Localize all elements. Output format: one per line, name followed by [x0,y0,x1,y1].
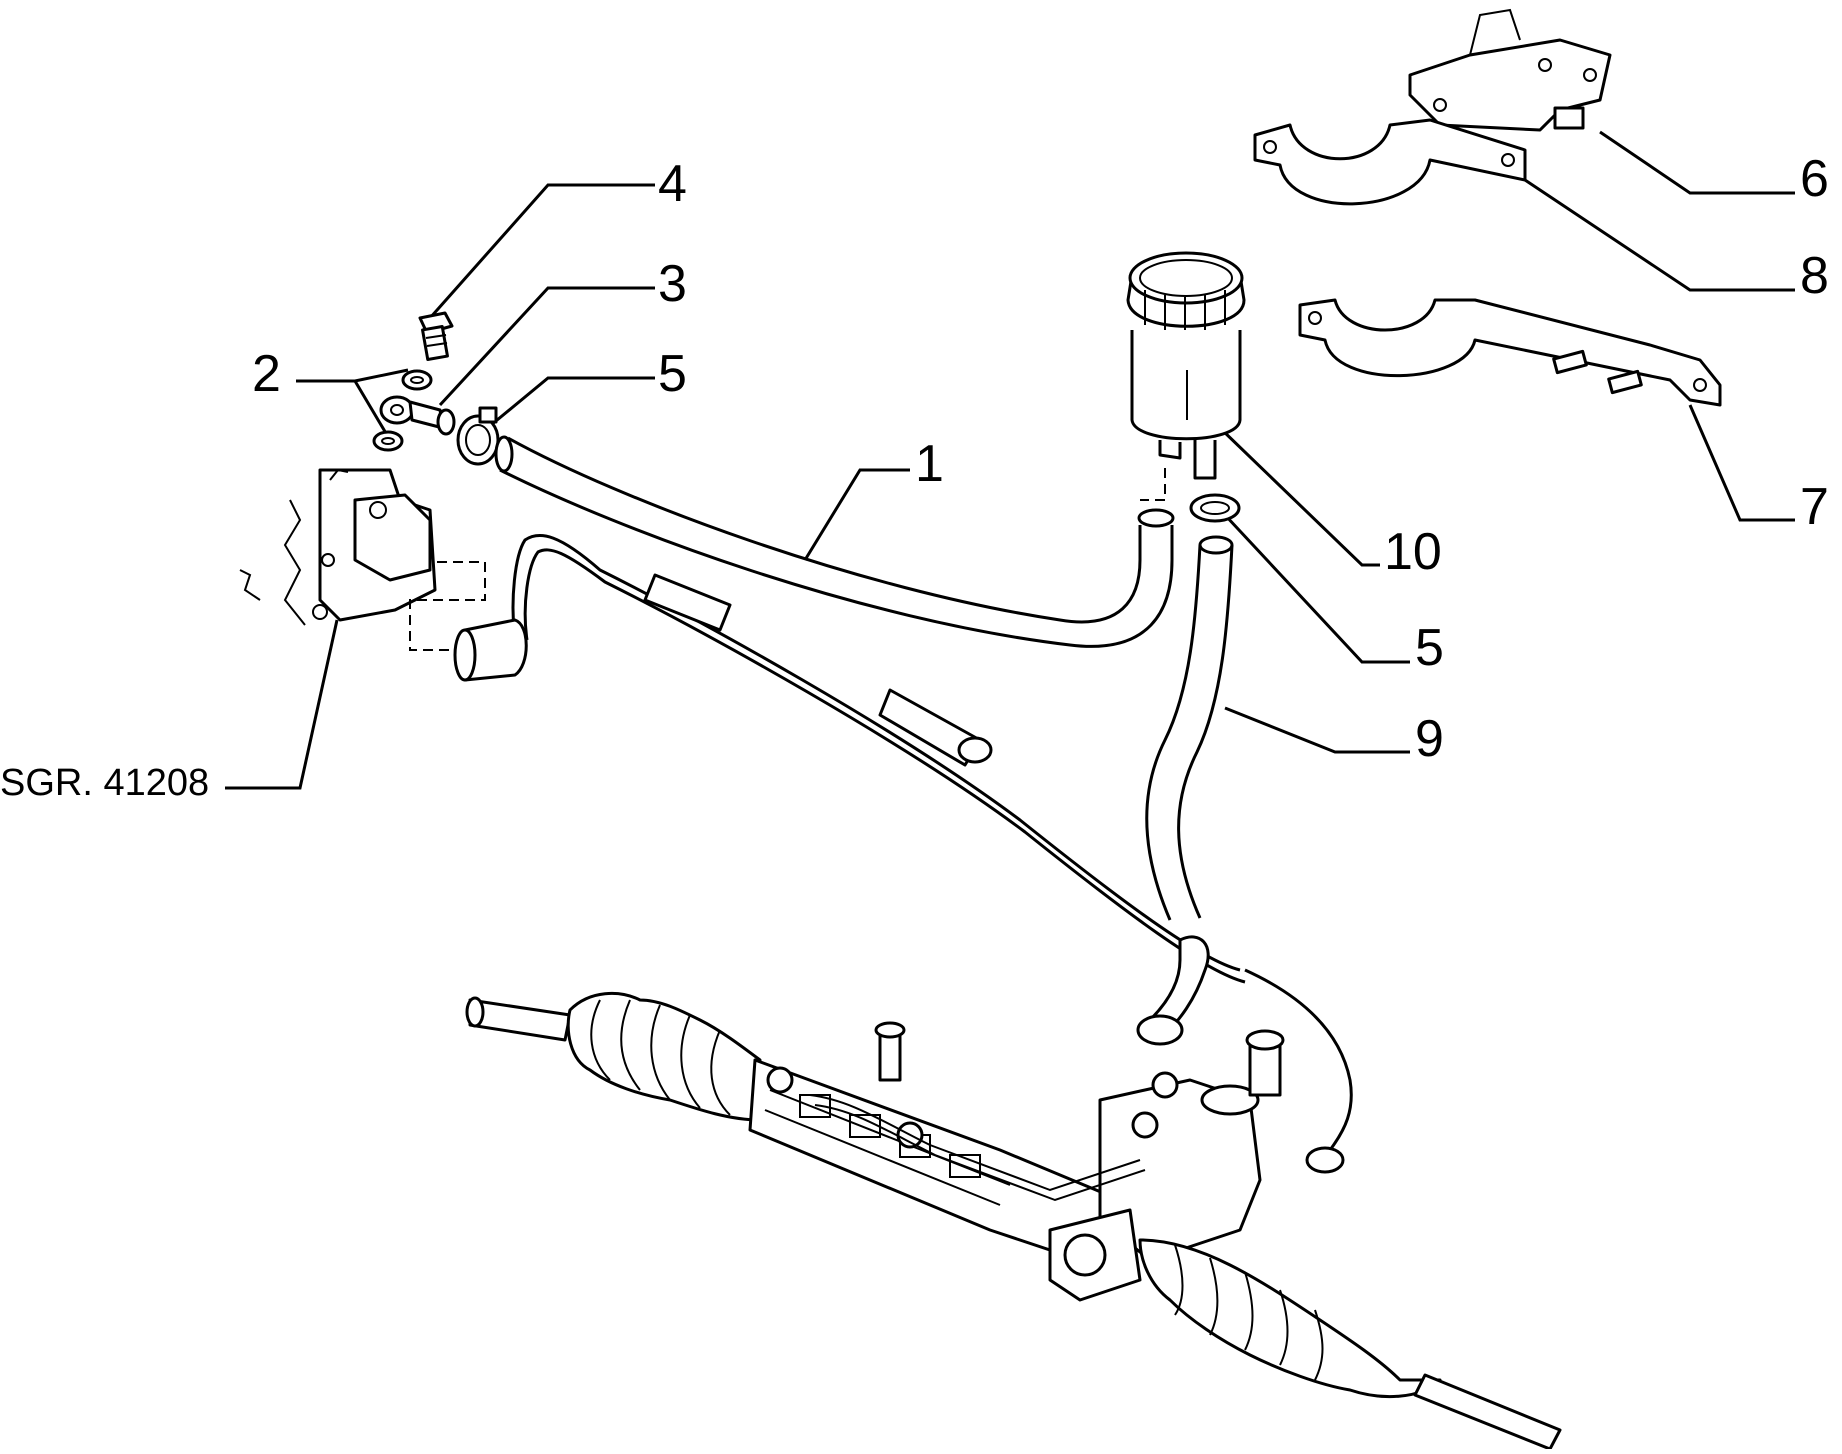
callout-2: 2 [252,345,281,403]
leader-6 [1599,130,1795,195]
leader-3 [438,286,655,407]
callout-8: 8 [1800,247,1829,305]
leader-sgr [225,619,339,790]
leader-2b [353,380,392,441]
leader-5a [484,376,655,432]
bracket-8 [1253,118,1527,206]
bracket-7 [1298,298,1722,407]
leader-lines [225,130,1795,790]
fitting-parts [372,311,500,466]
hose-1 [494,435,1175,648]
callout-10: 10 [1384,523,1442,581]
pump-sketch [239,468,486,651]
leader-9 [1224,706,1410,754]
callout-5-lower: 5 [1415,619,1444,677]
bracket-6 [1408,8,1612,132]
callout-7: 7 [1800,478,1829,536]
reference-label-sgr: SGR. 41208 [0,762,210,804]
callout-4: 4 [658,155,687,213]
hose-9 [1136,493,1241,1046]
leader-8 [1524,178,1795,292]
pressure-line [453,533,1246,984]
callout-6: 6 [1800,150,1829,208]
leader-2 [296,368,409,383]
callout-3: 3 [658,255,687,313]
leader-7 [1688,404,1795,522]
callout-9: 9 [1415,710,1444,768]
leader-10 [1218,426,1380,567]
callout-5-upper: 5 [658,345,687,403]
reservoir-10 [1126,251,1246,501]
leader-5b [1223,513,1410,664]
leader-1 [803,468,910,561]
leader-4 [428,183,655,319]
callout-1: 1 [915,435,944,493]
steering-rack [465,968,1562,1451]
